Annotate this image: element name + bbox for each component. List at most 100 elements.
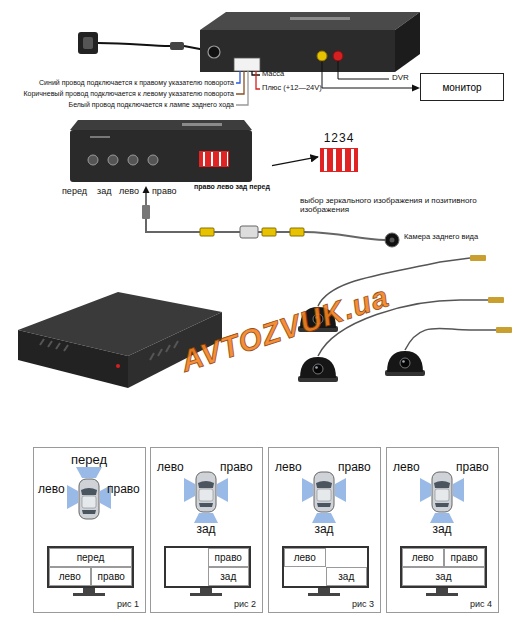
rear-camera [385,233,399,247]
camera-cable [405,328,496,350]
car [314,472,334,512]
view-cone [453,478,464,502]
power-wire [256,71,260,89]
screen-cell: лево [49,567,91,586]
arrow-head [412,85,420,92]
port-label: зад [97,186,111,196]
monitor-screen: левозад [282,546,369,588]
unit-top [200,12,420,30]
view-cone [76,467,102,478]
car [196,472,216,512]
monitor-box: монитор [420,73,504,101]
switch-body [78,32,98,54]
direction-label: лево [157,461,184,475]
port-label: право [152,186,177,196]
wires [236,61,420,105]
output-label: DVR [392,73,409,82]
power-label: Плюс (+12—24V) [262,84,322,93]
connector-arrow [272,157,318,166]
direction-label: лево [393,461,420,475]
monitor-stand [73,587,105,596]
unit-side [395,12,420,72]
unit-front [200,30,395,72]
control-unit-front [70,120,252,182]
screen-cell: зад [402,567,485,586]
cable [146,219,200,232]
figure-number: рис 1 [117,599,139,609]
switch-face [83,37,93,49]
view-cone [312,513,336,523]
unit-marking [90,136,110,138]
direction-label: право [456,461,489,475]
screen-cell: зад [208,567,250,586]
figure-number: рис 3 [352,599,374,609]
screen-cell: лево [402,548,444,567]
screen-cell: лево [284,548,326,567]
camera [298,357,338,382]
direction-label: право [107,483,140,497]
monitor-line [322,61,413,88]
car-view [67,467,111,519]
car-view [420,472,464,523]
figure-number: рис 2 [234,599,256,609]
dip-switch: право лево зад перед [194,150,272,196]
unit-top [70,120,252,130]
rca-plug [290,228,304,236]
screen-cell: зад [326,567,368,586]
screen-cell: право [444,548,486,567]
dvr-line [338,61,389,79]
switch-label: право лево зад перед [194,183,270,190]
figure-panel: рис 1передлевоправо [33,447,146,613]
view-cone [302,478,313,502]
pointer-line [145,192,146,205]
switch-cable [98,43,170,46]
camera-port [108,155,118,165]
view-cone [184,478,195,502]
box-label: монитор [442,82,481,93]
car [432,472,452,512]
dip-switch-body [200,152,228,166]
switch-module [78,32,205,54]
screen-cell: право [208,548,250,567]
camera-port [148,155,158,165]
view-cone [194,513,218,523]
control-unit-rear [200,12,420,72]
watermark: AVTOZVUK.ua [177,279,394,379]
monitor-screen: правозад [164,546,251,588]
wire-connector [234,58,260,71]
view-cone [335,478,346,502]
car-view [184,472,228,523]
dip-switch-body [321,149,357,171]
view-cone [420,478,431,502]
direction-label: зад [432,523,451,537]
unit-marking [290,17,350,20]
camera-port [88,155,98,165]
wire-note: Коричневый провод подключается к левому … [23,90,234,98]
power-label: Масса [262,70,284,79]
cable [214,231,240,233]
video-jack [317,51,327,61]
cable [258,231,290,233]
direction-label: лево [38,483,65,497]
direction-label: зад [196,523,215,537]
view-cone [67,485,78,509]
cable-plug [170,42,184,50]
camera-label: Камера заднего вида [404,233,478,242]
wire-note: Белый провод подключается к лампе заднег… [69,101,234,109]
car-view [302,472,346,523]
port-label: лево [119,186,139,196]
camera-cable [142,186,399,247]
switch-note: выбор зеркального изображения и позитивн… [300,196,478,214]
monitor-screen: передлевоправо [47,546,134,588]
view-cone [430,513,454,523]
direction-label: перед [71,453,107,468]
cable [304,232,385,240]
vents [40,339,178,360]
view-cone [217,478,228,502]
blue-wire [236,71,240,83]
status-led [116,364,120,368]
port-label: перед [62,186,87,196]
wire-note: Синий провод подключается к правому указ… [39,79,234,87]
